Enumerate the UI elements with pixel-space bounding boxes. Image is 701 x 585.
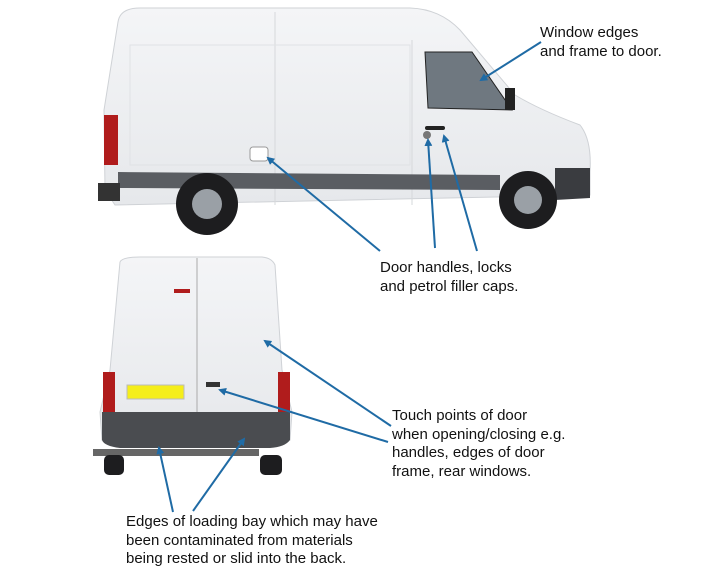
- rear-door-handle: [206, 382, 220, 387]
- label-window-edges: Window edges and frame to door.: [540, 24, 662, 61]
- arrow-window: [479, 41, 542, 82]
- fuel-cap: [249, 146, 269, 162]
- door-handle: [425, 126, 445, 130]
- arrow-filler-cap: [266, 156, 381, 252]
- label-line: been contaminated from materials: [126, 531, 353, 549]
- label-line: frame, rear windows.: [392, 462, 532, 480]
- arrow-lock: [424, 138, 436, 249]
- label-line: and frame to door.: [540, 42, 662, 60]
- arrow-handle: [441, 134, 478, 252]
- rear-view-van: [93, 256, 293, 475]
- arrow-rear-door: [263, 339, 392, 427]
- label-line: handles, edges of door: [392, 444, 545, 461]
- label-door-handles: Door handles, locks and petrol filler ca…: [380, 259, 518, 296]
- tail-light: [103, 372, 115, 412]
- arrow-bay-left: [156, 446, 174, 513]
- label-line: Window edges: [540, 24, 639, 41]
- license-plate: [126, 384, 185, 400]
- label-line: Door handles, locks: [380, 259, 512, 276]
- arrow-bay-right: [192, 437, 246, 512]
- label-loading-bay: Edges of loading bay which may have been…: [126, 513, 378, 569]
- label-line: and petrol filler caps.: [380, 277, 519, 295]
- label-line: being rested or slid into the back.: [126, 550, 347, 567]
- callout-arrows: [156, 41, 542, 513]
- label-touch-points: Touch points of door when opening/closin…: [392, 407, 565, 481]
- arrow-rear-handle: [218, 387, 389, 443]
- label-line: Edges of loading bay which may have: [126, 513, 378, 530]
- tail-light: [104, 115, 118, 165]
- label-line: Touch points of door: [392, 407, 528, 424]
- side-view-van: [98, 7, 591, 235]
- label-line: when opening/closing e.g.: [392, 425, 566, 443]
- tail-light: [278, 372, 290, 412]
- door-lock: [423, 131, 431, 139]
